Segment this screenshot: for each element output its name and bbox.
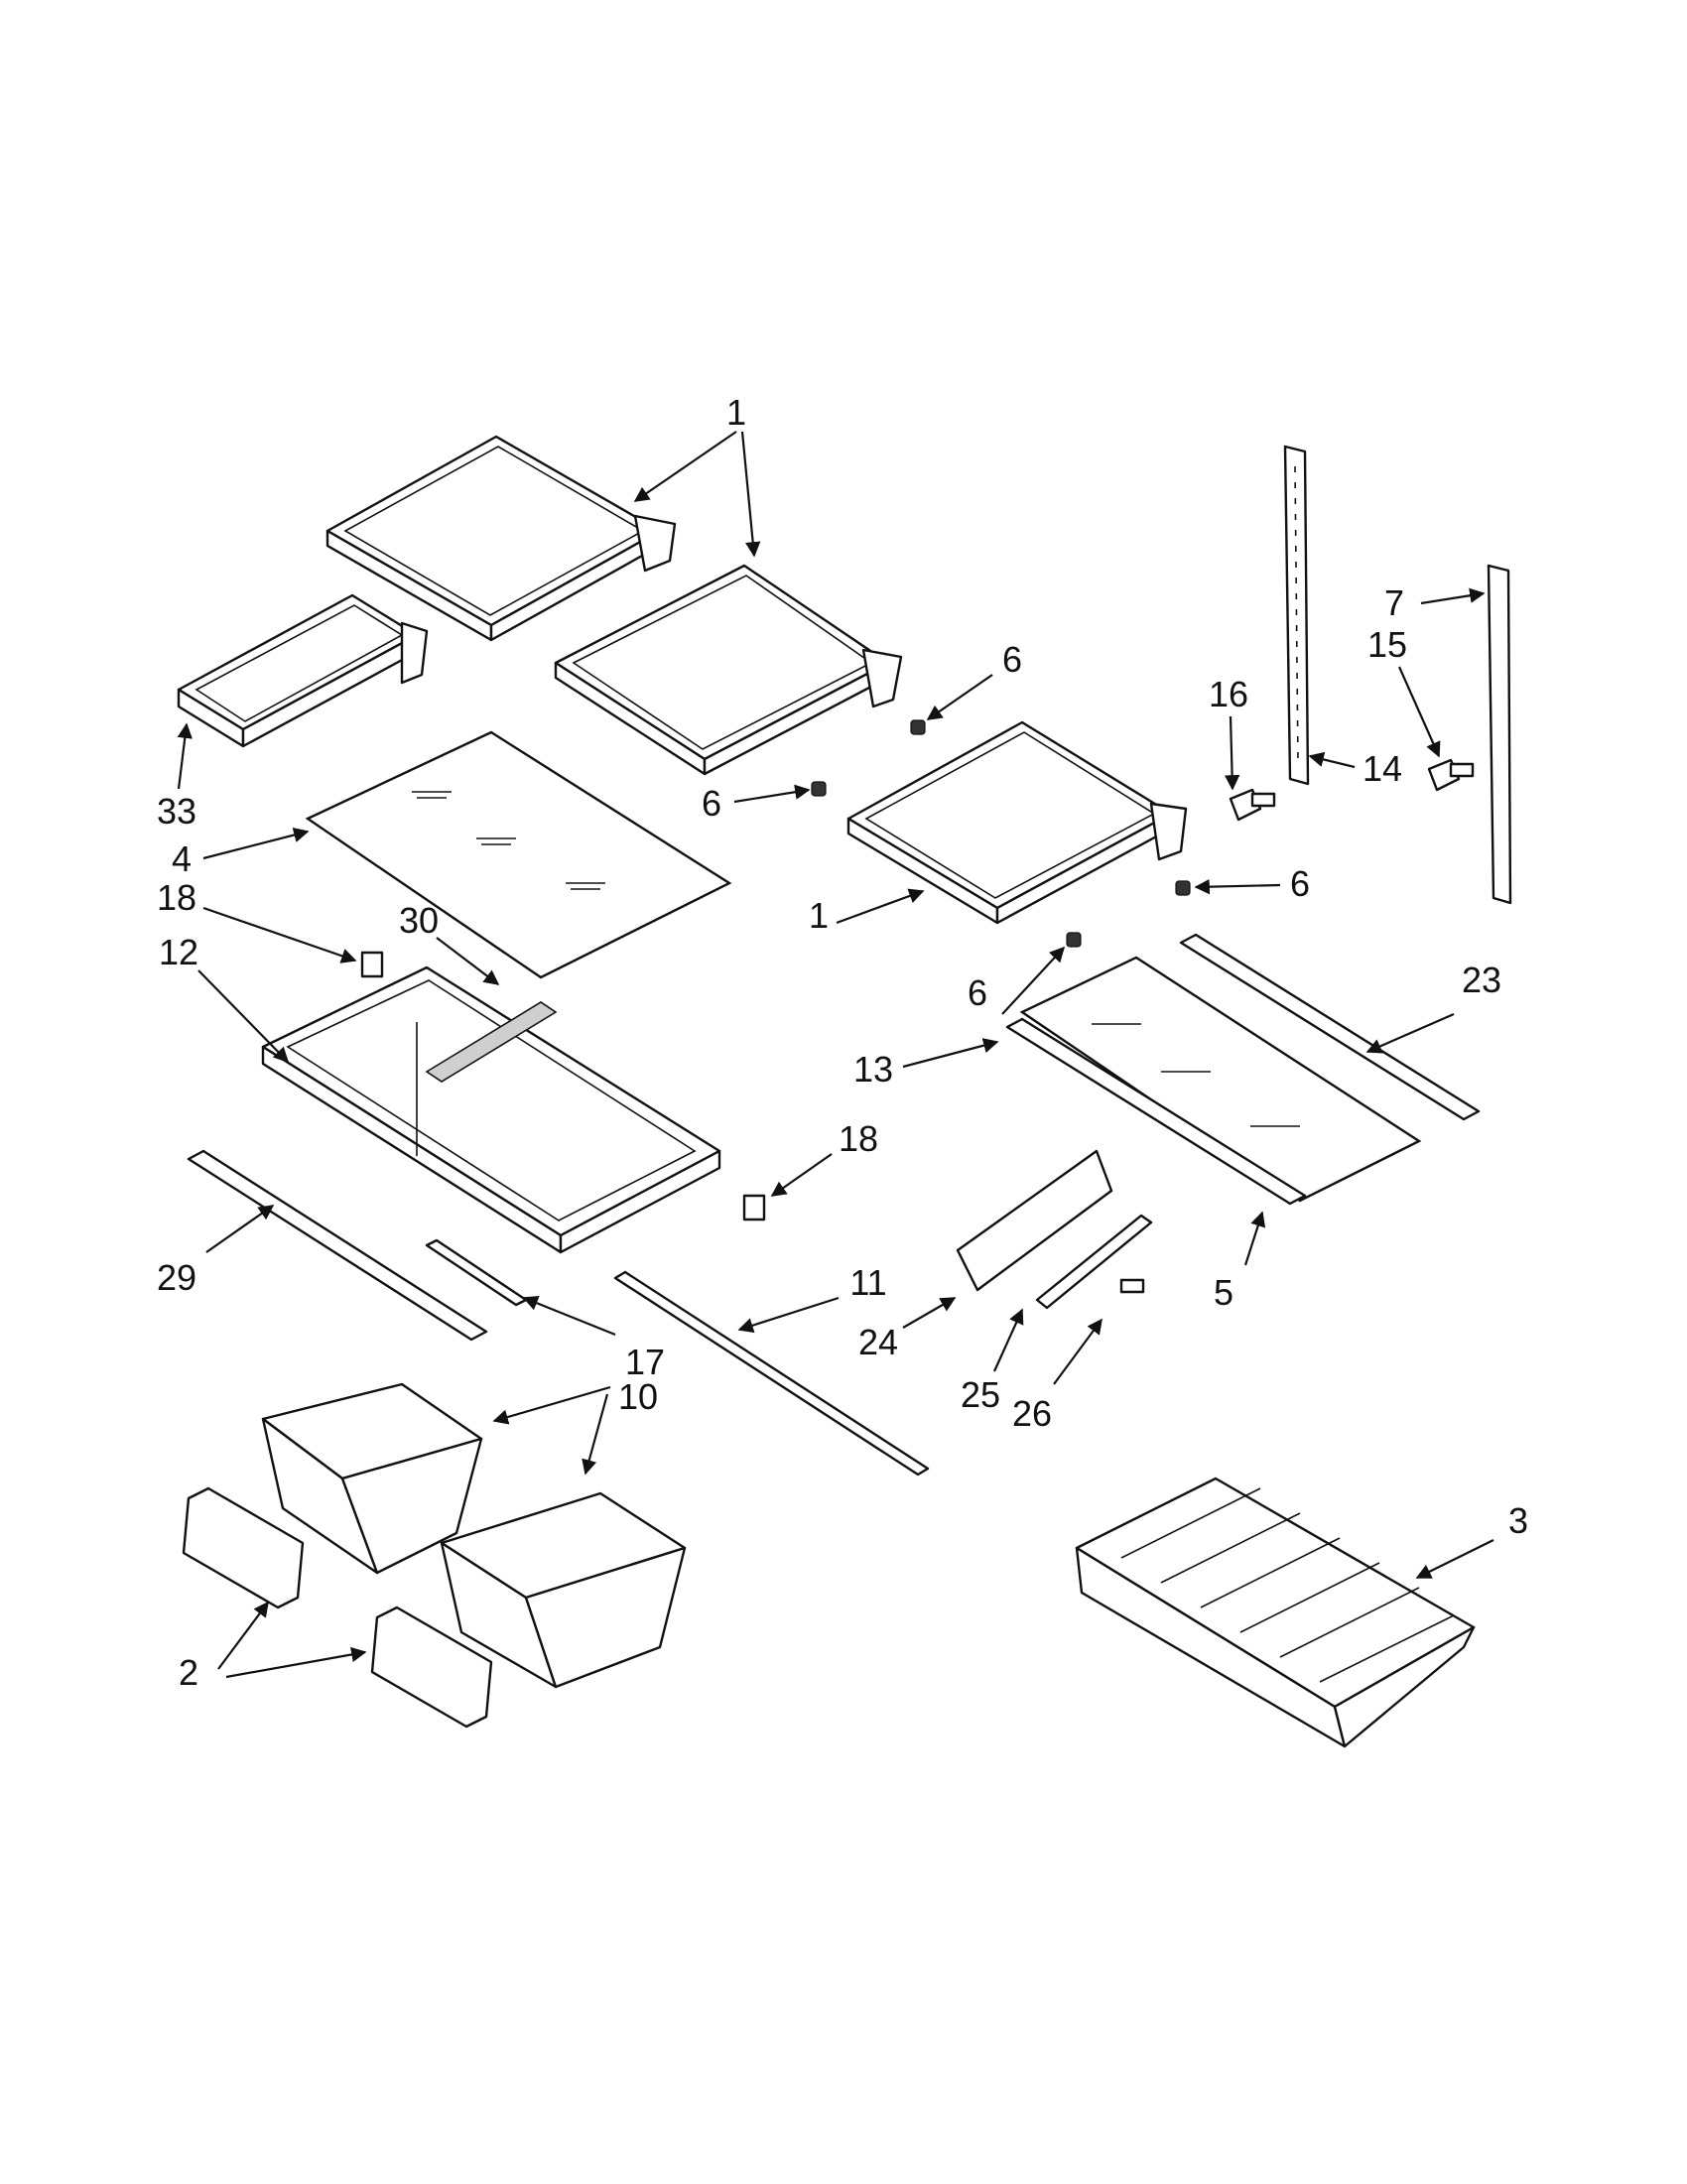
- crisper-cover-frame-12: [261, 965, 721, 1254]
- callout-14: 14: [1363, 748, 1402, 789]
- slide-rail-30: [425, 1001, 558, 1083]
- rod-11: [613, 1270, 930, 1477]
- callout-29: 29: [157, 1257, 196, 1298]
- callout-4: 4: [172, 838, 192, 879]
- clip-18-left: [360, 951, 384, 978]
- screw-15: [1427, 758, 1475, 792]
- callout-23: 23: [1462, 960, 1501, 1000]
- glass-shelf-4: [305, 730, 732, 979]
- slide-17: [425, 1238, 528, 1307]
- shelf-frame-middle: [554, 564, 903, 776]
- drawer-handle-2-left: [182, 1486, 305, 1609]
- screw-6-bottom: [1066, 932, 1082, 948]
- callout-12: 12: [159, 932, 198, 972]
- callout-7: 7: [1384, 582, 1404, 623]
- screw-6-right: [1175, 880, 1191, 896]
- trim-5: [1005, 1017, 1307, 1206]
- callout-30: 30: [399, 900, 439, 941]
- shelf-frame-top-left: [325, 435, 677, 642]
- drawer-handle-2-right: [370, 1606, 493, 1729]
- crisper-drawer-10-left: [261, 1382, 483, 1575]
- callout-11: 11: [849, 1262, 886, 1303]
- shelf-ladder-rail-14: [1283, 445, 1310, 786]
- callout-16: 16: [1209, 674, 1248, 714]
- pan-3: [1075, 1477, 1476, 1748]
- callout-6-top: 6: [1002, 639, 1022, 680]
- leader-lines: [177, 431, 1494, 1679]
- callout-13: 13: [853, 1049, 893, 1090]
- screw-6-top: [910, 719, 926, 735]
- callout-3: 3: [1508, 1500, 1528, 1541]
- callout-24: 24: [858, 1322, 898, 1362]
- trim-29: [187, 1149, 488, 1342]
- callout-10: 10: [618, 1376, 658, 1417]
- shelf-frame-right: [846, 720, 1188, 925]
- callout-15: 15: [1367, 624, 1407, 665]
- bar-25: [1035, 1214, 1153, 1310]
- narrow-shelf-frame: [177, 593, 429, 748]
- callout-6-right: 6: [1290, 863, 1310, 904]
- screw-16: [1229, 788, 1276, 822]
- callout-6-bottom: 6: [968, 972, 987, 1013]
- crisper-drawer-10-right: [440, 1491, 687, 1689]
- callout-18-right: 18: [839, 1118, 878, 1159]
- screw-26: [1119, 1278, 1145, 1294]
- callout-6-left: 6: [702, 783, 721, 824]
- callout-33: 33: [157, 791, 196, 832]
- callout-26: 26: [1012, 1393, 1052, 1434]
- callout-1-top: 1: [726, 392, 746, 433]
- clip-18-right: [742, 1194, 766, 1221]
- shelf-ladder-rail-7: [1487, 564, 1512, 905]
- callout-18-left: 18: [157, 877, 196, 918]
- callout-2: 2: [179, 1652, 198, 1693]
- trim-23: [1179, 933, 1481, 1121]
- bracket-24: [956, 1149, 1113, 1292]
- callout-1-mid: 1: [809, 895, 829, 936]
- callout-5: 5: [1214, 1272, 1233, 1313]
- callout-25: 25: [961, 1374, 1000, 1415]
- screw-6-left: [811, 781, 827, 797]
- callout-17: 17: [625, 1342, 665, 1382]
